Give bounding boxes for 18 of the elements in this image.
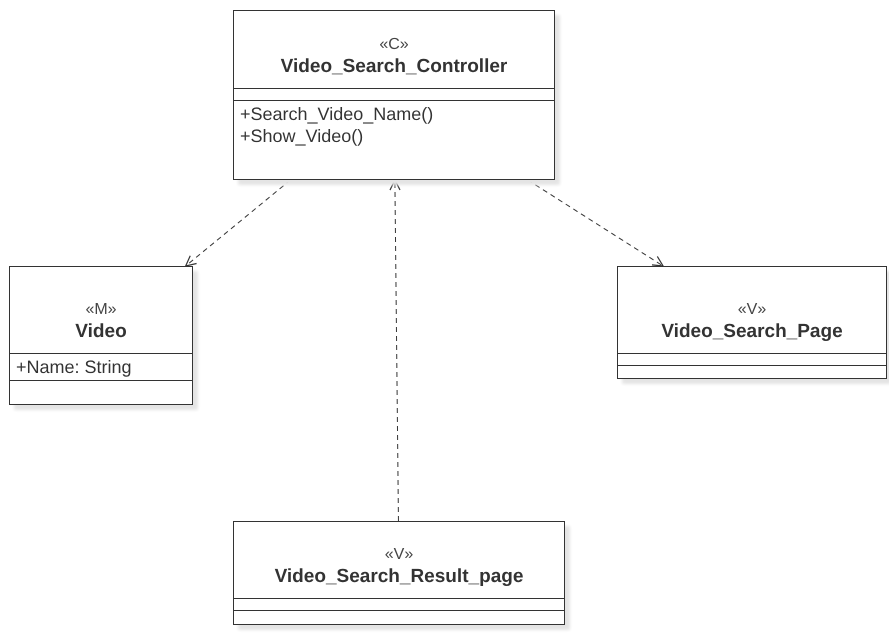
class-box: [233, 521, 565, 625]
class-box: [617, 266, 887, 379]
class-box: [9, 266, 193, 405]
dependency-arrow: [389, 179, 401, 522]
class-name: Video_Search_Result_page: [274, 565, 524, 589]
class-name: Video_Search_Controller: [280, 55, 508, 79]
stereotype-label: «C»: [379, 35, 409, 55]
class-name: Video: [75, 320, 127, 344]
class-member: +Name: String: [16, 356, 133, 378]
dependency-arrow: [527, 180, 664, 267]
dependency-arrow: [185, 180, 291, 267]
stereotype-label: «V»: [384, 545, 414, 565]
class-member: +Search_Video_Name(): [240, 103, 434, 125]
stereotype-label: «M»: [85, 300, 117, 320]
class-box: [233, 10, 555, 180]
class-name: Video_Search_Page: [661, 320, 843, 344]
class-member: +Show_Video(): [240, 125, 364, 147]
stereotype-label: «V»: [738, 300, 766, 320]
